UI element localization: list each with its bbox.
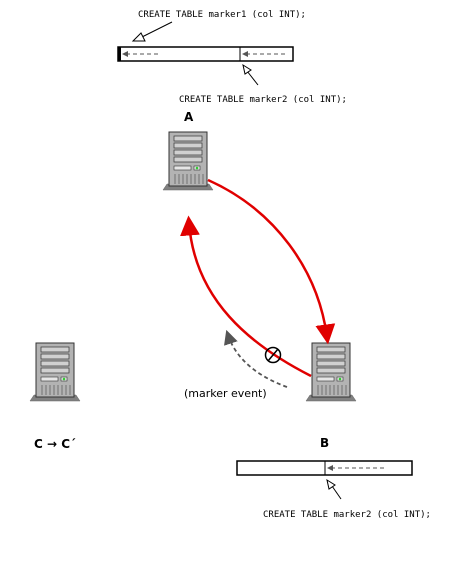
sql-marker2-bottom: CREATE TABLE marker2 (col INT); [263,510,431,520]
pointer-marker1 [131,21,173,42]
top-binlog-bar [117,46,294,62]
marker-event-symbol [264,346,282,364]
marker-event-label: (marker event) [184,387,267,400]
arrow-a-to-b [207,178,336,345]
server-a-label: A [184,110,194,124]
pointer-marker2-top [242,63,259,86]
server-a-icon [162,131,214,191]
arrow-b-to-a [180,215,312,378]
server-b-label: B [320,436,329,450]
server-b-icon [305,342,357,402]
server-c-icon [29,342,81,402]
dashed-arrow-to-c [224,329,288,388]
sql-marker2-top: CREATE TABLE marker2 (col INT); [179,95,347,105]
bottom-binlog-bar [236,460,413,476]
server-c-label: C → C´ [34,437,76,451]
pointer-marker2-bottom [326,478,342,500]
sql-marker1-top: CREATE TABLE marker1 (col INT); [138,10,306,20]
